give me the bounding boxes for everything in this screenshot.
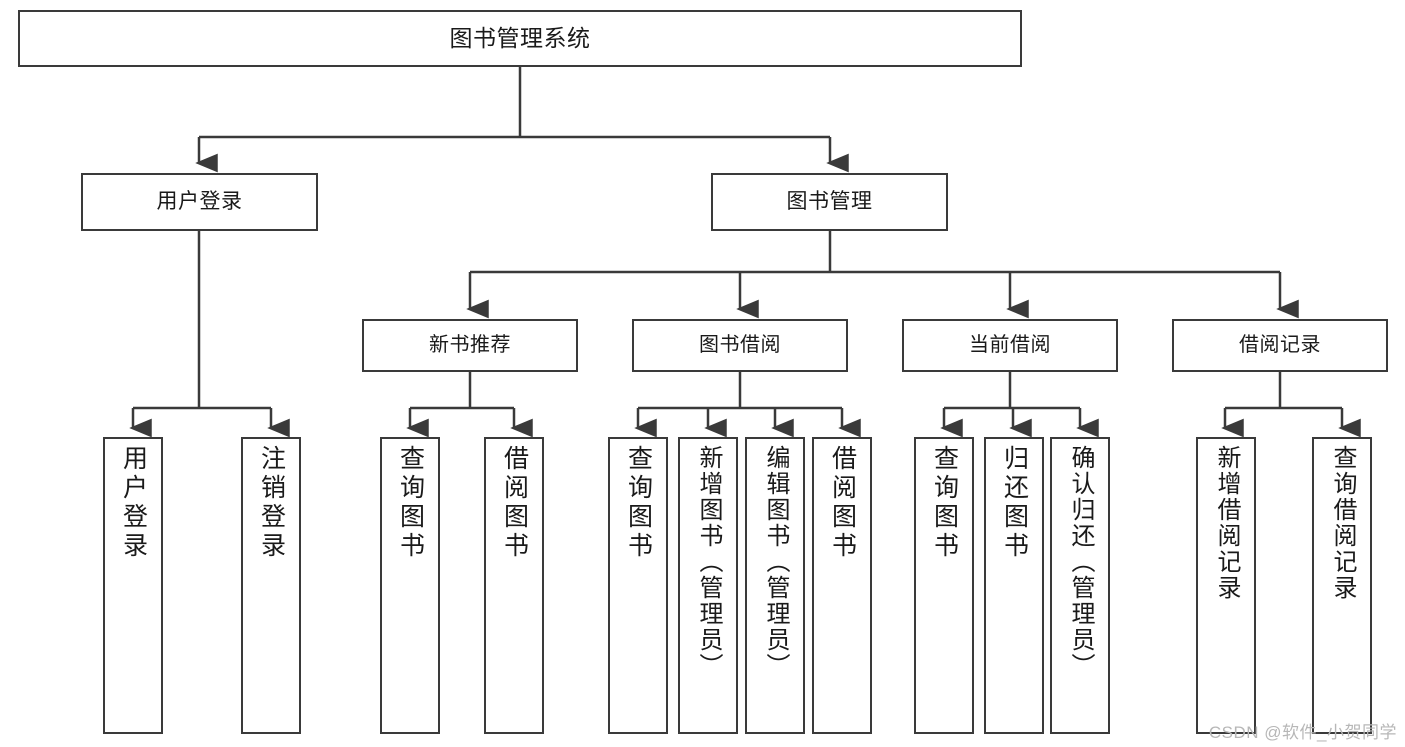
node-label: 借阅图书 [828,445,857,561]
node-label: 确认归还（管理员） [1067,445,1094,679]
leaf-borrow-book[interactable]: 借阅图书 [812,437,872,734]
leaf-user-login[interactable]: 用户登录 [103,437,163,734]
node-label: 当前借阅 [969,334,1051,357]
node-label: 查询图书 [930,445,959,561]
leaf-query-borrow-record[interactable]: 查询借阅记录 [1312,437,1372,734]
node-book-borrow[interactable]: 图书借阅 [632,319,848,372]
node-user-login[interactable]: 用户登录 [81,173,318,231]
node-label: 归还图书 [1000,445,1029,561]
node-label: 借阅记录 [1239,334,1321,357]
node-new-book-recommend[interactable]: 新书推荐 [362,319,578,372]
leaf-query-book-borrow[interactable]: 查询图书 [608,437,668,734]
watermark: CSDN @软件_小贺同学 [1208,723,1397,742]
leaf-edit-book-admin[interactable]: 编辑图书（管理员） [745,437,805,734]
leaf-borrow-book-new[interactable]: 借阅图书 [484,437,544,734]
leaf-add-book-admin[interactable]: 新增图书（管理员） [678,437,738,734]
node-label: 注销登录 [257,445,286,561]
leaf-query-book-current[interactable]: 查询图书 [914,437,974,734]
leaf-return-book[interactable]: 归还图书 [984,437,1044,734]
node-label: 用户登录 [156,190,243,214]
node-label: 图书管理系统 [449,24,591,51]
node-root-system[interactable]: 图书管理系统 [18,10,1022,67]
node-label: 编辑图书（管理员） [762,445,789,679]
leaf-confirm-return-admin[interactable]: 确认归还（管理员） [1050,437,1110,734]
node-label: 查询借阅记录 [1329,445,1356,601]
node-label: 新增图书（管理员） [695,445,722,679]
node-label: 新增借阅记录 [1213,445,1240,601]
node-label: 查询图书 [624,445,653,561]
node-label: 用户登录 [119,445,148,561]
node-label: 图书管理 [786,190,873,214]
node-current-borrow[interactable]: 当前借阅 [902,319,1118,372]
leaf-query-book-new[interactable]: 查询图书 [380,437,440,734]
node-label: 新书推荐 [429,334,511,357]
node-label: 图书借阅 [699,334,781,357]
node-borrow-record[interactable]: 借阅记录 [1172,319,1388,372]
node-book-management[interactable]: 图书管理 [711,173,948,231]
leaf-user-logout[interactable]: 注销登录 [241,437,301,734]
node-label: 借阅图书 [500,445,529,561]
leaf-add-borrow-record[interactable]: 新增借阅记录 [1196,437,1256,734]
node-label: 查询图书 [396,445,425,561]
